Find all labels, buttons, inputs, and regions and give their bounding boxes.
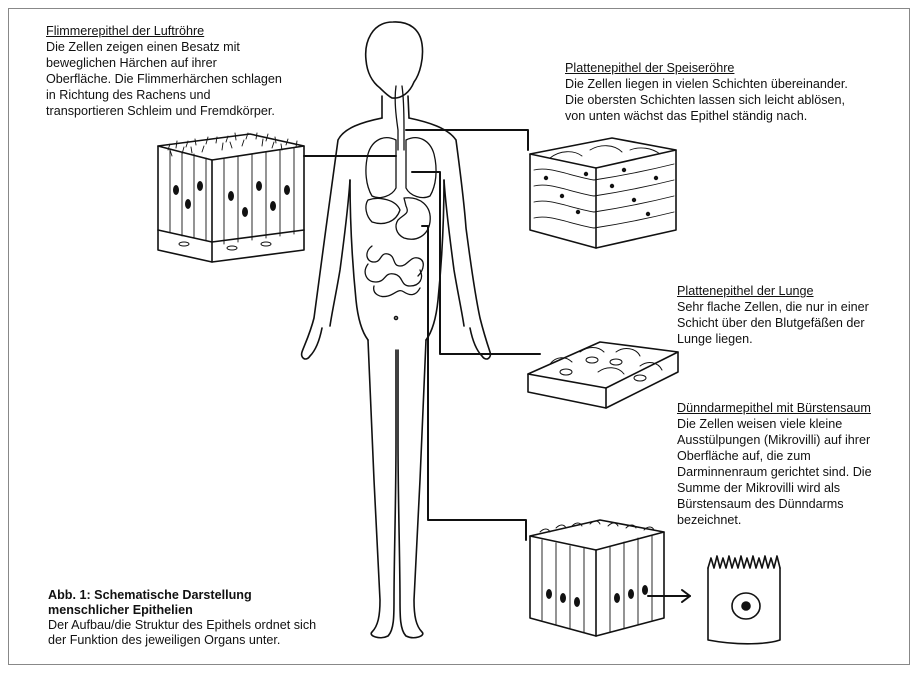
esophagus-line: Die obersten Schichten lassen sich leich… bbox=[565, 92, 848, 108]
ciliated-epithelium-block bbox=[158, 133, 304, 262]
lung-title: Plattenepithel der Lunge bbox=[677, 283, 869, 299]
intestine-annotation: Dünndarmepithel mit Bürstensaum Die Zell… bbox=[677, 400, 872, 528]
figure-caption: Abb. 1: Schematische Darstellung menschl… bbox=[48, 588, 316, 648]
trachea-line: beweglichen Härchen auf ihrer bbox=[46, 55, 282, 71]
caption-title: Abb. 1: Schematische Darstellung bbox=[48, 588, 316, 603]
caption-line: Der Aufbau/die Struktur des Epithels ord… bbox=[48, 618, 316, 633]
intestine-line: Oberfläche auf, die zum bbox=[677, 448, 872, 464]
caption-line: der Funktion des jeweiligen Organs unter… bbox=[48, 633, 316, 648]
trachea-line: in Richtung des Rachens und bbox=[46, 87, 282, 103]
internal-organs bbox=[365, 86, 436, 297]
intestine-line: Die Zellen weisen viele kleine bbox=[677, 416, 872, 432]
esophagus-line: von unten wächst das Epithel ständig nac… bbox=[565, 108, 848, 124]
trachea-line: transportieren Schleim und Fremdkörper. bbox=[46, 103, 282, 119]
microvilli-cell bbox=[708, 556, 780, 644]
esophagus-annotation: Plattenepithel der Speiseröhre Die Zelle… bbox=[565, 60, 848, 124]
lung-line: Sehr flache Zellen, die nur in einer bbox=[677, 299, 869, 315]
brush-border-block bbox=[530, 520, 664, 636]
trachea-line: Oberfläche. Die Flimmerhärchen schlagen bbox=[46, 71, 282, 87]
caption-title: menschlicher Epithelien bbox=[48, 603, 316, 618]
trachea-line: Die Zellen zeigen einen Besatz mit bbox=[46, 39, 282, 55]
trachea-title: Flimmerepithel der Luftröhre bbox=[46, 23, 282, 39]
simple-squamous-block bbox=[528, 342, 678, 408]
lung-line: Lunge liegen. bbox=[677, 331, 869, 347]
intestine-line: Ausstülpungen (Mikrovilli) auf ihrer bbox=[677, 432, 872, 448]
esophagus-title: Plattenepithel der Speiseröhre bbox=[565, 60, 848, 76]
lung-line: Schicht über den Blutgefäßen der bbox=[677, 315, 869, 331]
intestine-title: Dünndarmepithel mit Bürstensaum bbox=[677, 400, 872, 416]
trachea-annotation: Flimmerepithel der Luftröhre Die Zellen … bbox=[46, 23, 282, 119]
intestine-line: bezeichnet. bbox=[677, 512, 872, 528]
intestine-line: Bürstensaum des Dünndarms bbox=[677, 496, 872, 512]
intestine-line: Summe der Mikrovilli wird als bbox=[677, 480, 872, 496]
stratified-squamous-block bbox=[530, 138, 676, 248]
intestine-line: Darminnenraum gerichtet sind. Die bbox=[677, 464, 872, 480]
lung-annotation: Plattenepithel der Lunge Sehr flache Zel… bbox=[677, 283, 869, 347]
esophagus-line: Die Zellen liegen in vielen Schichten üb… bbox=[565, 76, 848, 92]
